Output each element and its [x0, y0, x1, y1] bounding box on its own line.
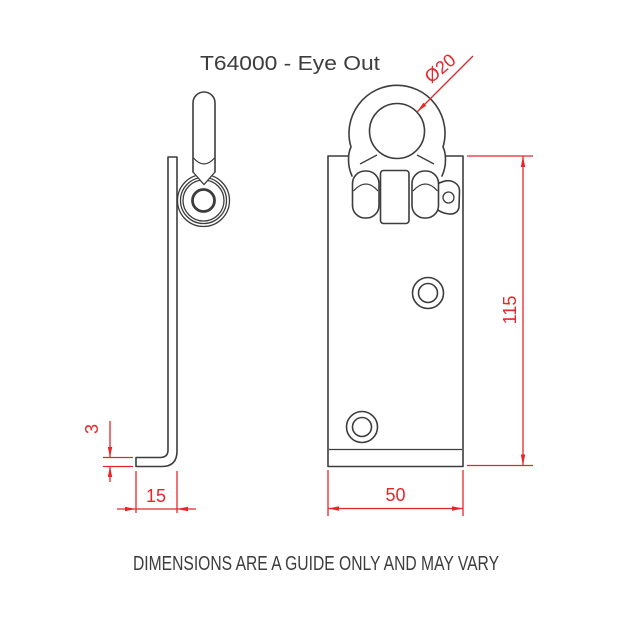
lower-hole	[345, 410, 379, 444]
clevis-ears	[351, 170, 440, 219]
side-view	[135, 91, 231, 468]
side-plate-profile	[135, 156, 178, 468]
footer-disclaimer: DIMENSIONS ARE A GUIDE ONLY AND MAY VARY	[133, 553, 499, 575]
bow-inner-arc	[368, 102, 426, 160]
bow-outer-contour	[347, 84, 447, 177]
leader-arrow	[417, 102, 427, 112]
dimension-overall-height: 115	[467, 155, 533, 467]
eyebolt-shank	[192, 91, 216, 173]
dimension-plate-thickness: 3	[82, 421, 133, 482]
drawing-title: T64000 - Eye Out	[200, 53, 380, 75]
pin-hole	[442, 191, 455, 204]
front-view	[327, 84, 464, 468]
eye-notch-lines	[192, 171, 216, 186]
pin-boss	[379, 169, 410, 225]
dimension-plate-width: 50	[327, 470, 464, 516]
dim-foot-length-label: 15	[146, 486, 166, 506]
upper-hole	[411, 276, 445, 310]
dimension-foot-length: 15	[117, 471, 196, 513]
bow-leg-facets	[359, 154, 435, 165]
shank-base-curve	[193, 157, 215, 165]
shackle	[347, 84, 461, 225]
eye-hole	[191, 188, 216, 213]
pin-head	[435, 179, 461, 215]
dim-height-label: 115	[500, 296, 520, 325]
dim-thickness-label: 3	[82, 424, 102, 434]
eye-notch-mask	[192, 171, 216, 185]
dim-width-label: 50	[385, 485, 405, 505]
dim-eye-diameter-label: Ø20	[421, 50, 460, 87]
